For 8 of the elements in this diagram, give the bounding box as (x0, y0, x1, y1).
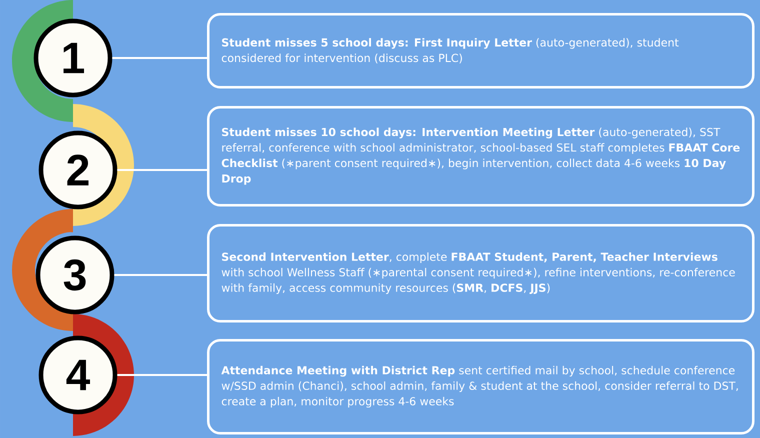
step-box: Second Intervention Letter, complete FBAAT Student, Parent, Teacher Interviews with school Wellness Staff (∗parental consent required∗), refine interventions, re-conference with family, access community resources (SMR, DCFS, JJS) (207, 224, 754, 322)
connector-line (112, 57, 207, 59)
step-box: Student misses 5 school days: First Inquiry Letter (auto-generated), student considered for intervention (discuss as PLC) (207, 13, 754, 88)
connector-line (117, 374, 207, 376)
step-box: Attendance Meeting with District Rep sent certified mail by school, schedule conference w/SSD admin (Chanci), school admin, family & student at the school, consider referral to DST, create a plan, monitor progress 4-6 weeks (207, 338, 754, 434)
connector-line (117, 169, 207, 171)
connector-line (114, 274, 207, 276)
step-box: Student misses 10 school days: Intervention Meeting Letter (auto-generated), SST referral, conference with school administrator, school-based SEL staff completes FBAAT Core Checklist (∗parent consent required∗), begin intervention, collect data 4-6 weeks 10 Day Drop (207, 106, 754, 206)
